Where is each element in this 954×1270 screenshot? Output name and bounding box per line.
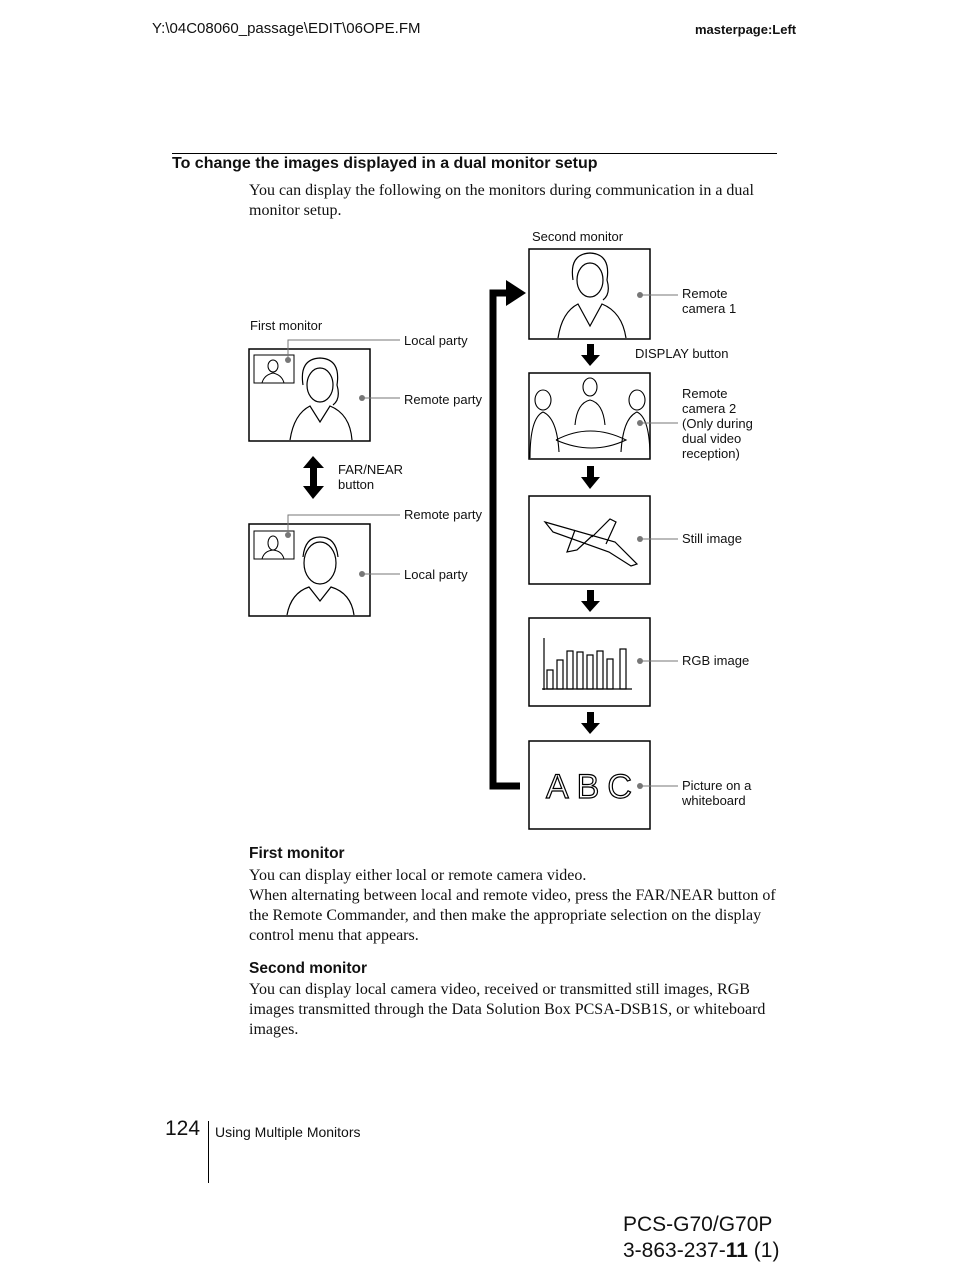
second-monitor-screen-5 <box>528 740 651 830</box>
model-code-bold: 11 <box>725 1239 748 1262</box>
whiteboard-label: Picture on a whiteboard <box>682 778 752 808</box>
second-monitor-screen-4 <box>528 617 651 707</box>
first-monitor-screen-top <box>248 348 371 442</box>
page-number: 124 <box>165 1117 201 1140</box>
airplane-icon <box>543 518 639 567</box>
bar-chart-icon <box>542 638 632 690</box>
far-near-button-label: FAR/NEAR button <box>338 462 404 492</box>
whiteboard-text: ABC <box>546 768 640 806</box>
loop-arrow-head <box>506 280 526 306</box>
second-monitor-text: You can display local camera video, rece… <box>249 981 766 1038</box>
heading-rule <box>172 153 777 154</box>
woman-portrait-icon <box>289 357 353 441</box>
model-number: PCS-G70/G70P 3-863-237-11 (1) <box>623 1212 779 1264</box>
footer-section-title: Using Multiple Monitors <box>215 1124 361 1140</box>
pip-man-icon <box>261 359 285 384</box>
first-monitor-screen-bottom <box>248 523 371 617</box>
second-monitor-screen-2 <box>528 372 651 460</box>
display-button-label: DISPLAY button <box>635 346 729 361</box>
model-code-prefix: 3-863-237- <box>623 1239 726 1262</box>
model-line-2: 3-863-237-11 (1) <box>623 1238 779 1264</box>
local-party-label-top: Local party <box>404 333 468 348</box>
second-monitor-screen-1 <box>528 248 651 340</box>
remote-camera-2-label: Remote camera 2 (Only during dual video … <box>682 386 753 461</box>
file-path: Y:\04C08060_passage\EDIT\06OPE.FM <box>152 20 421 37</box>
pip-woman-icon <box>261 535 285 560</box>
rgb-image-label: RGB image <box>682 653 750 668</box>
meeting-group-icon <box>529 377 651 459</box>
down-arrows <box>581 344 600 734</box>
footer-divider <box>208 1121 209 1183</box>
second-monitor-label: Second monitor <box>532 229 624 244</box>
pip-window-bottom <box>253 530 295 560</box>
intro-paragraph: You can display the following on the mon… <box>249 182 754 219</box>
loop-arrow <box>489 289 520 790</box>
man-portrait-icon <box>286 536 355 616</box>
remote-party-label-top: Remote party <box>404 392 483 407</box>
first-monitor-line2: When alternating between local and remot… <box>249 887 776 944</box>
section-heading: To change the images displayed in a dual… <box>172 155 598 172</box>
model-line-1: PCS-G70/G70P <box>623 1213 773 1236</box>
second-monitor-screen-3 <box>528 495 651 585</box>
model-code-suffix: (1) <box>747 1239 780 1262</box>
masterpage-label: masterpage:Left <box>695 22 797 37</box>
first-monitor-line1: You can display either local or remote c… <box>249 867 587 884</box>
first-monitor-heading: First monitor <box>249 845 345 862</box>
first-monitor-label: First monitor <box>250 318 323 333</box>
far-near-double-arrow <box>303 456 324 499</box>
second-monitor-heading: Second monitor <box>249 960 367 977</box>
still-image-label: Still image <box>682 531 742 546</box>
first-monitor-text: You can display either local or remote c… <box>249 866 779 946</box>
remote-camera-1-woman-icon <box>557 252 627 339</box>
local-party-label-bottom: Local party <box>404 567 468 582</box>
remote-party-label-bottom: Remote party <box>404 507 483 522</box>
pip-window-top <box>253 354 295 384</box>
remote-camera-1-label: Remote camera 1 <box>682 286 737 316</box>
